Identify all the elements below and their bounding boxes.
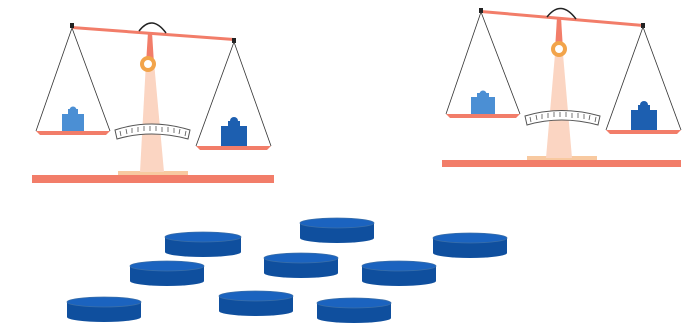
disc-group: [66, 217, 508, 323]
disc-5: [129, 260, 205, 286]
scale-left-weight-light: [62, 106, 84, 131]
scale-left-handle: [138, 22, 167, 34]
disc-2: [164, 231, 242, 257]
disc-8: [66, 296, 142, 322]
scale-left-weight-dark: [221, 117, 247, 146]
scale-left-pan-right: [196, 146, 271, 150]
scale-right-base-pad: [527, 156, 597, 161]
scale-left-pillar-glow: [140, 62, 164, 172]
disc-6: [361, 260, 437, 286]
disc-4: [263, 252, 339, 278]
scale-left-strings-right: [195, 41, 272, 147]
scale-right-base: [442, 160, 681, 167]
scale-right-dial: [524, 110, 601, 126]
scale-right-strings-right: [605, 26, 682, 131]
scale-left-beam-cap-right: [232, 38, 236, 43]
scale-right-strings-left: [445, 11, 521, 115]
scale-right-weight-light: [471, 90, 495, 114]
scale-right-beam: [481, 10, 643, 27]
scale-left-beam: [72, 26, 234, 41]
scale-left-base: [32, 175, 274, 183]
scale-right-pan-right: [606, 130, 681, 134]
scale-right-pan-left: [446, 114, 520, 118]
scale-left: [32, 22, 274, 183]
scale-left-dial: [114, 123, 191, 140]
disc-7: [218, 290, 294, 316]
scale-right: [442, 7, 682, 167]
scale-right-beam-cap-right: [641, 23, 645, 28]
scale-right-pivot-inner: [554, 44, 564, 54]
disc-3: [432, 232, 508, 258]
scale-right-handle: [546, 7, 577, 20]
scale-left-base-pad: [118, 171, 188, 176]
scale-left-beam-cap-left: [70, 23, 74, 28]
scale-right-dial-ticks: [529, 112, 597, 123]
scale-left-strings-left: [35, 27, 111, 132]
scale-left-pivot-inner: [143, 59, 153, 69]
disc-9: [316, 297, 392, 323]
scale-left-dial-ticks: [119, 126, 187, 137]
scale-right-weight-dark: [631, 101, 657, 130]
scale-right-pillar-glow: [546, 54, 572, 158]
scale-right-beam-cap-left: [479, 8, 483, 13]
disc-1: [299, 217, 375, 243]
scale-left-pan-left: [36, 131, 110, 135]
